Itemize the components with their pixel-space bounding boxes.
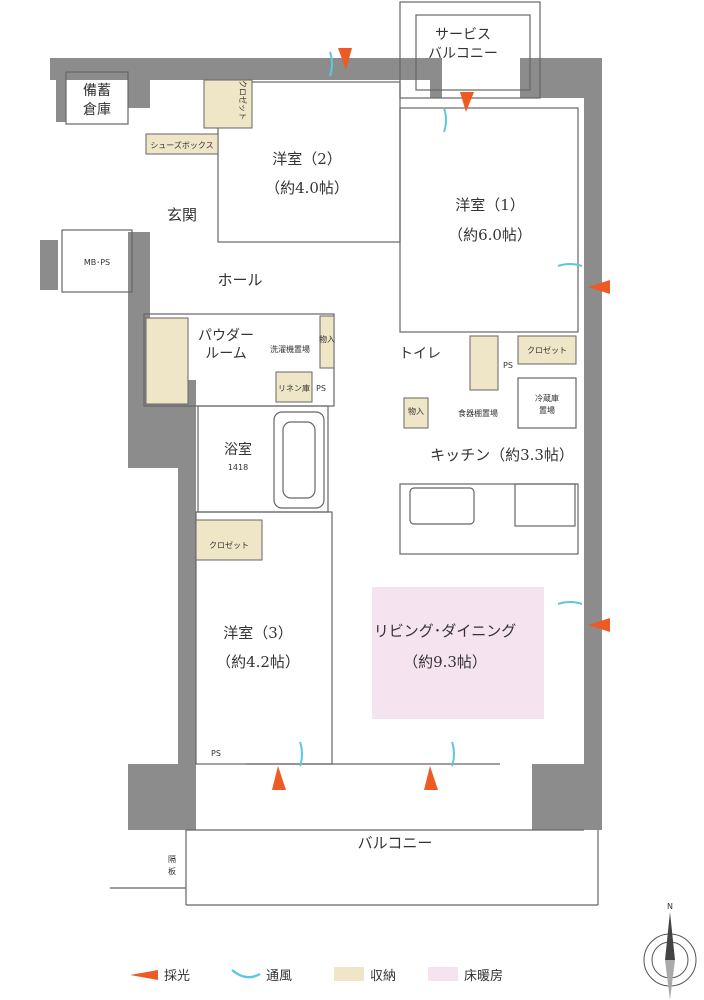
compass: N (643, 902, 697, 1000)
light-marker (424, 766, 438, 790)
wind-marker (557, 601, 583, 605)
living-label: リビング･ダイニング (374, 622, 517, 640)
room2-label: 洋室（2） (272, 150, 342, 168)
toilet-label: トイレ (399, 346, 441, 362)
entrance-label: 玄関 (167, 206, 197, 224)
storage-mono2-label: 物入 (408, 406, 424, 416)
interior-lines (61, 1, 599, 906)
floor-heating-area (372, 587, 544, 719)
cupboard-label: 食器棚置場 (458, 408, 498, 418)
closet3-label: クロゼット (209, 540, 249, 550)
partition-label-2: 板 (168, 866, 176, 876)
legend-wind-swatch (231, 969, 261, 979)
storage-label: 備蓄 (83, 83, 111, 99)
living-size: （約9.3帖） (403, 653, 487, 671)
storage-label-2: 倉庫 (83, 101, 111, 118)
mbps-label: MB･PS (84, 258, 110, 267)
legend-wind-label: 通風 (266, 969, 292, 984)
legend-storage-label: 収納 (370, 969, 396, 984)
balcony-label: バルコニー (358, 834, 433, 852)
light-marker (588, 618, 610, 632)
washer-label: 洗濯機置場 (270, 344, 310, 354)
shoe-box-label: シューズボックス (150, 140, 213, 150)
ps2-label: PS (503, 361, 513, 370)
wind-marker (443, 107, 447, 133)
partition-label: 隔 (168, 855, 176, 864)
legend-floor-heating-label: 床暖房 (464, 968, 503, 984)
legend-light-swatch (130, 970, 158, 980)
light-marker (272, 766, 286, 790)
legend: 採光 通風 収納 床暖房 (130, 967, 503, 984)
light-wind-markers (272, 48, 610, 790)
bath-size: 1418 (228, 463, 248, 472)
room3-label: 洋室（3） (223, 624, 293, 642)
light-marker (460, 92, 474, 112)
linen-label: リネン庫 (278, 383, 310, 393)
room1-size: （約6.0帖） (448, 226, 532, 244)
room2-size: （約4.0帖） (265, 179, 349, 197)
hall-label: ホール (217, 271, 262, 289)
wind-marker (451, 741, 455, 767)
room3-size: （約4.2帖） (216, 653, 300, 671)
ps3-label: PS (211, 749, 221, 758)
room1-label: 洋室（1） (455, 196, 525, 214)
legend-floor-heating-swatch (428, 967, 458, 981)
light-marker (338, 48, 352, 70)
wind-marker (557, 263, 583, 267)
legend-light-label: 採光 (164, 969, 190, 984)
closet-top-label: クロゼット (238, 80, 248, 120)
service-balcony-label: サービス (435, 27, 491, 43)
powder-label: パウダー (198, 328, 254, 344)
legend-storage-swatch (334, 967, 364, 981)
light-marker (588, 280, 610, 294)
ps1-label: PS (316, 384, 326, 393)
storage-mono1-label: 物入 (319, 334, 335, 344)
powder-label-2: ルーム (205, 346, 247, 362)
closet-kitchen-label: クロゼット (527, 345, 567, 355)
fridge-label: 冷蔵庫 (535, 393, 559, 403)
wind-marker (299, 741, 303, 767)
wind-marker (329, 51, 333, 77)
bath-label: 浴室 (224, 441, 252, 458)
compass-north-label: N (667, 902, 673, 911)
service-balcony-label-2: バルコニー (428, 46, 498, 62)
storage-areas (145, 79, 577, 561)
labels: サービス バルコニー 備蓄 倉庫 MB･PS シューズボックス クロゼット 玄関… (83, 27, 574, 876)
kitchen-label: キッチン（約3.3帖） (430, 446, 574, 464)
fridge-label-2: 置場 (539, 405, 555, 415)
